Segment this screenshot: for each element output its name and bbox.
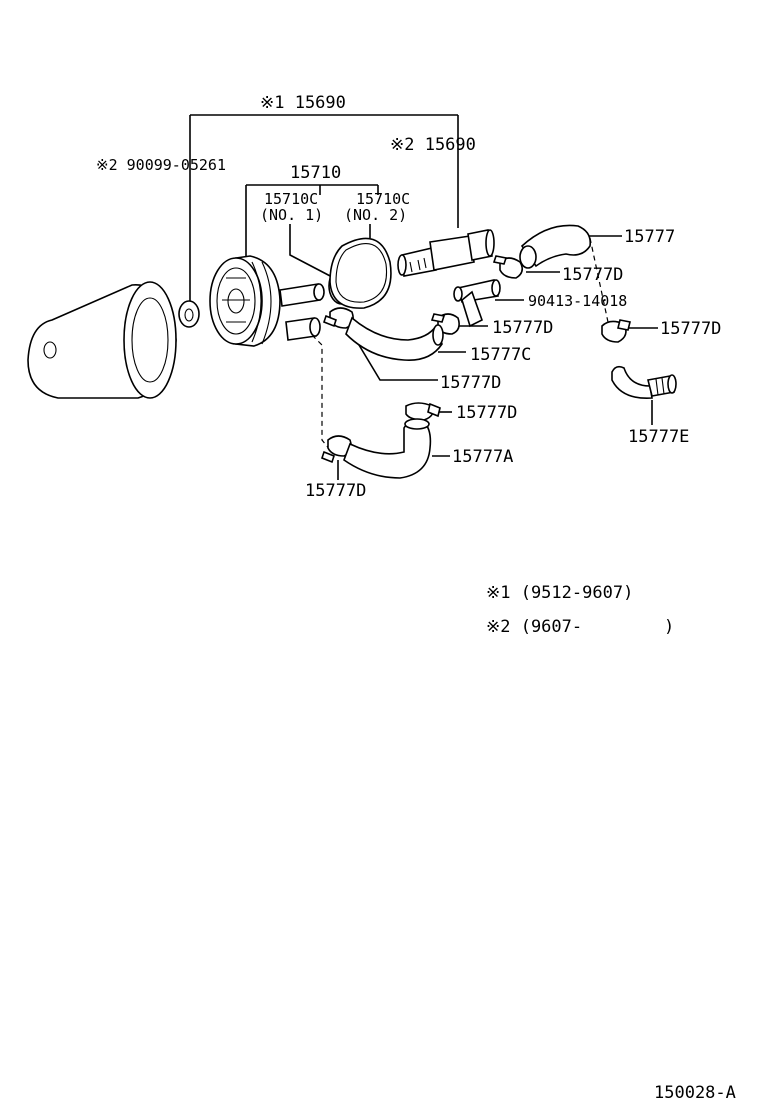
label-assy2: ※2 15690: [390, 135, 476, 155]
label-union: 90413-14018: [528, 292, 627, 310]
label-gasket1-sub: (NO. 1): [260, 206, 323, 224]
part-labels: ※1 15690 ※2 15690 ※2 90099-05261 15710 1…: [96, 93, 721, 501]
label-bolt-seal: ※2 90099-05261: [96, 156, 226, 174]
label-gasket2-num: 15710C: [356, 190, 410, 208]
union-bolt: [397, 229, 495, 277]
label-gasket2-sub: (NO. 2): [344, 206, 407, 224]
leader-lines: [189, 114, 658, 480]
label-hose-c: 15777C: [470, 345, 531, 365]
union-pipe: [453, 279, 501, 328]
footnotes: ※1 (9512-9607) ※2 (9607- ): [486, 583, 674, 637]
hose-15777c: [345, 316, 444, 361]
label-clamp-a-bottom: 15777D: [305, 481, 366, 501]
label-cooler: 15710: [290, 163, 341, 183]
note-1: ※1 (9512-9607): [486, 583, 633, 603]
label-hose-a: 15777A: [452, 447, 513, 467]
hose-15777: [519, 224, 592, 269]
hose-15777e: [611, 365, 677, 399]
clamp-top: [492, 255, 524, 279]
label-clamp-c: 15777D: [440, 373, 501, 393]
oil-cooler: [209, 255, 325, 347]
label-clamp-a-top: 15777D: [456, 403, 517, 423]
label-clamp-top: 15777D: [562, 265, 623, 285]
figure-code: 150028-A: [654, 1083, 736, 1103]
label-hose-e: 15777E: [628, 427, 689, 447]
clamp-a-top: [405, 402, 441, 421]
gasket-no2: [329, 237, 392, 309]
label-clamp-mid: 15777D: [492, 318, 553, 338]
oil-filter: [27, 281, 177, 399]
label-assy1: ※1 15690: [260, 93, 346, 113]
hose-15777a: [343, 418, 432, 479]
label-hose-top: 15777: [624, 227, 675, 247]
note-2: ※2 (9607- ): [486, 617, 674, 637]
clamp-right: [601, 319, 631, 343]
label-clamp-right: 15777D: [660, 319, 721, 339]
label-gasket1-num: 15710C: [264, 190, 318, 208]
seal-washer: [178, 300, 200, 328]
